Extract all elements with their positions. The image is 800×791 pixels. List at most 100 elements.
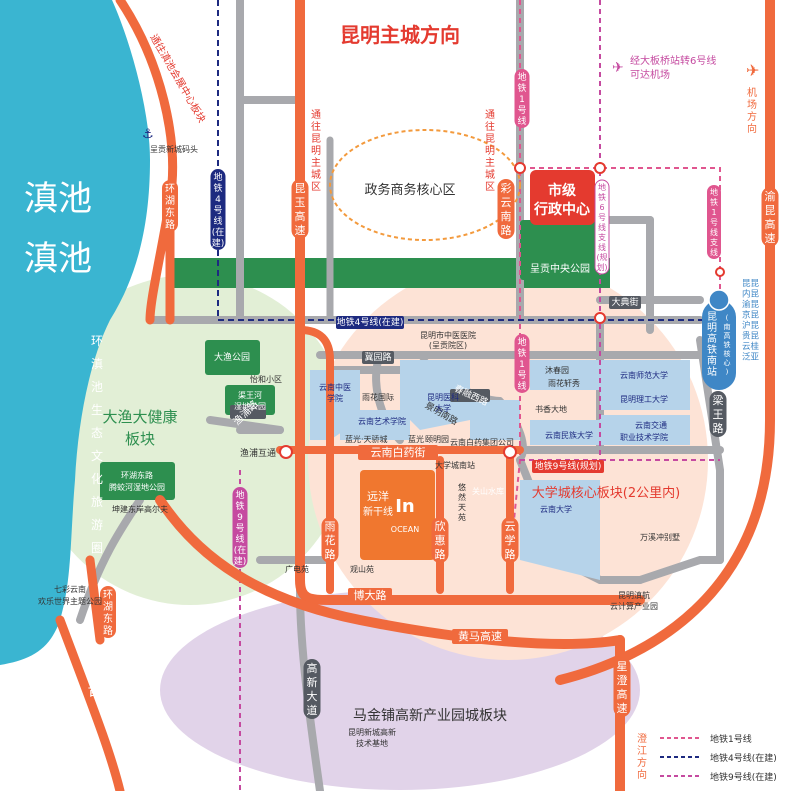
hsr-line-name: 京昆 xyxy=(742,310,760,321)
direction-kunming-right: 通 xyxy=(485,109,495,121)
zone-jinning: 晋宁区 xyxy=(87,681,132,699)
zone-health-1: 大渔大健康 xyxy=(102,408,177,426)
hsr-station-name: 昆 xyxy=(707,311,717,323)
road-huanhu-north: 路 xyxy=(165,218,175,231)
road-yunxue-pill xyxy=(501,517,519,563)
direction-kunming-left: 通 xyxy=(311,109,321,121)
airport-note-1: 经大板桥站转6号线 xyxy=(630,54,716,67)
road-liangwang-pill xyxy=(709,391,727,437)
park-name: 呈贡中央公园 xyxy=(530,262,590,275)
road-liangwang: 梁 xyxy=(713,393,724,407)
hsr-station-sub: ( xyxy=(726,314,729,322)
ring-tour: 游 xyxy=(91,518,103,532)
metro-line1: 号 xyxy=(517,105,526,116)
poi-datapark-2: 云计算产业园 xyxy=(610,601,658,611)
hsr-station-name: 南 xyxy=(707,354,717,367)
road-gaoxin: 新 xyxy=(307,675,318,689)
road-gaoxin: 道 xyxy=(307,703,318,717)
anchor-icon: ⚓ xyxy=(142,127,154,142)
metro-line9-left: 号 xyxy=(235,523,244,534)
road-xinhui: 欣 xyxy=(435,519,446,533)
ring-tour: 滇 xyxy=(91,357,103,371)
poi-normal: 云南师范大学 xyxy=(620,370,668,380)
road-yunxue: 学 xyxy=(505,533,516,547)
poi-youran: 苑 xyxy=(458,512,466,522)
hsr-station-name: 明 xyxy=(707,322,717,334)
road-huanhu-south: 湖 xyxy=(103,601,113,613)
direction-kunming-left: 明 xyxy=(311,145,321,157)
metro-line1-branch: 地 xyxy=(710,187,718,197)
poi-kmmu-1: 昆明医科 xyxy=(427,392,459,402)
poi-youran: 悠 xyxy=(458,482,466,492)
metro-line9-left: 地 xyxy=(235,489,244,501)
hsr-station-sub: 铁 xyxy=(724,340,731,349)
poi-sibumu: 沐春园 xyxy=(545,365,569,375)
metro-line1-lower: 1 xyxy=(519,360,525,370)
poi-datapark-1: 昆明滇航 xyxy=(618,590,650,600)
project-name-1: 远洋 xyxy=(367,489,389,503)
poi-tcm-1: 云南中医 xyxy=(319,382,351,392)
station-north xyxy=(514,162,526,174)
legend-line9: 地铁9号线(在建) xyxy=(710,771,777,783)
government-zone xyxy=(329,129,521,241)
airport-direction: 机 xyxy=(747,86,757,99)
civic-center-line1: 市级 xyxy=(548,182,577,199)
project-name-2: 新干线 xyxy=(363,505,393,518)
poi-youran: 天 xyxy=(458,503,466,512)
road-xinhui: 路 xyxy=(435,548,446,561)
poi-tcm-2: 学院 xyxy=(327,393,343,403)
direction-kunming-right: 城 xyxy=(485,169,495,181)
road-metro4-bg xyxy=(336,316,404,329)
road-yuhua-pill xyxy=(321,517,339,563)
poi-art: 云南艺术学院 xyxy=(358,416,406,426)
metro-line6: 支 xyxy=(598,232,606,242)
metro-line1-branch: 支 xyxy=(710,237,718,247)
poi-huanhu-1: 环湖东路 xyxy=(121,470,153,480)
metro-line4: 4 xyxy=(215,195,221,205)
metro-stations xyxy=(279,162,725,459)
road-fengyuan: 冀园路 xyxy=(364,351,391,363)
road-xingcheng: 速 xyxy=(617,702,628,715)
road-metro4: 地铁4号线(在建) xyxy=(337,316,404,328)
direction-kunming-right: 明 xyxy=(485,145,495,157)
metro-line4: (在 xyxy=(212,226,225,238)
road-huanhu-north: 环 xyxy=(165,184,175,195)
metro-line9-left: (在 xyxy=(234,544,247,556)
airport-direction: 方 xyxy=(747,110,757,123)
metro-line9-left: 线 xyxy=(235,533,244,545)
airport-note-2: 可达机场 xyxy=(630,68,670,81)
lake-name-2: 滇池 xyxy=(24,239,92,279)
direction-kunming-right: 主 xyxy=(485,157,495,169)
poi-kmmu-2: 大学 xyxy=(435,403,451,413)
map-title: 昆明主城方向 xyxy=(340,23,460,47)
civic-center-box xyxy=(530,170,595,225)
road-gaoxin: 大 xyxy=(307,689,318,703)
hsr-station-sub: 心 xyxy=(724,359,731,367)
poi-qicai-2: 欢乐世界主题公园 xyxy=(38,596,102,606)
legend-line4: 地铁4号线(在建) xyxy=(710,752,777,764)
chengjiang-direction: 澄 xyxy=(637,732,647,745)
metro-line6: 6 xyxy=(599,203,604,212)
poi-caiwang-1: 渠王河 xyxy=(238,390,262,400)
road-gaoxin-pill xyxy=(303,659,321,719)
road-yukun: 渝 xyxy=(765,189,776,203)
metro-line1-branch: 1 xyxy=(711,208,716,217)
metro-line4: 线 xyxy=(213,215,222,227)
metro-line4: 地 xyxy=(213,171,222,183)
road-yupu-bg xyxy=(230,405,266,419)
metro-line1-lower: 号 xyxy=(517,370,526,381)
metro-line4: 号 xyxy=(213,205,222,216)
poi-shuxiang: 书香大地 xyxy=(535,404,567,414)
road-liangwang: 王 xyxy=(713,408,724,421)
road-yukun: 高 xyxy=(765,217,776,231)
poi-lanlight2: 蓝光 xyxy=(408,434,424,444)
road-gaoxin: 高 xyxy=(307,661,318,675)
road-huanhu-north-pill xyxy=(162,180,178,232)
zone-majinpu: 马金铺高新产业园城板块 xyxy=(353,707,507,724)
hsr-line-name: 贵昆 xyxy=(742,331,760,342)
metro-line6: 铁 xyxy=(598,192,606,202)
project-sub: OCEAN xyxy=(391,525,419,534)
metro-line1-branch-pill xyxy=(707,185,721,259)
road-yuhua: 花 xyxy=(325,534,336,547)
ring-tour: 态 xyxy=(91,426,103,440)
